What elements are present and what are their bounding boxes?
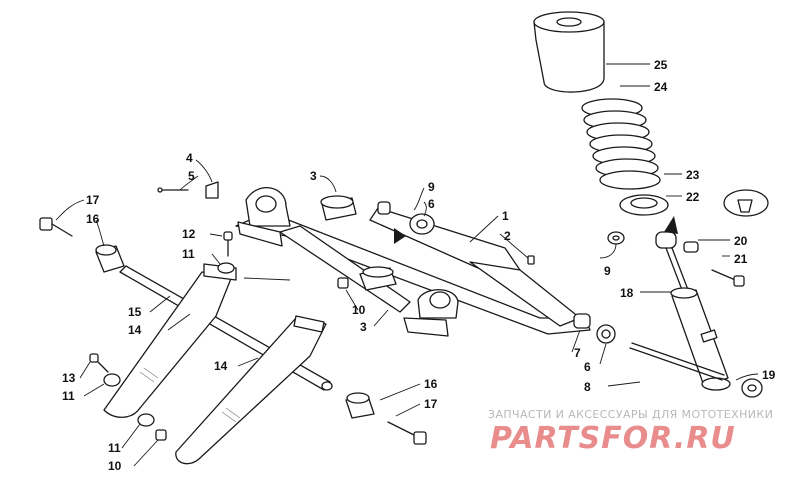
callout-17-upper: 17 [86, 193, 100, 207]
long-bolt [629, 342, 725, 381]
callout-18: 18 [620, 286, 634, 300]
arm-bushing-upper [320, 195, 357, 221]
shock-spring [581, 98, 661, 190]
bolt-17-lower [387, 421, 427, 445]
nut-small [337, 277, 349, 289]
callout-3-upper: 3 [310, 169, 317, 183]
callout-13: 13 [62, 371, 76, 385]
rear-arm-assembly [235, 187, 591, 337]
bolt-13 [89, 353, 109, 373]
callout-23: 23 [686, 168, 700, 182]
callout-6-lower: 6 [584, 360, 591, 374]
callout-6-upper: 6 [428, 197, 435, 211]
shock-spacer-lower [741, 378, 763, 398]
watermark: ЗАПЧАСТИ И АКСЕССУАРЫ ДЛЯ МОТОТЕХНИКИ PA… [488, 408, 773, 456]
watermark-brand: PARTSFOR.RU [490, 421, 736, 456]
retainer-clip [723, 189, 769, 217]
callout-10-mid: 10 [352, 303, 366, 317]
washer-11-mid [103, 373, 121, 387]
clip-4 [205, 181, 219, 199]
spring-retainer [619, 194, 669, 216]
callout-21: 21 [734, 252, 748, 266]
nut-10-lower [155, 429, 167, 441]
washer-11-upper [217, 262, 235, 274]
callout-19: 19 [762, 368, 776, 382]
callout-15: 15 [128, 305, 142, 319]
shock-bushing-right [683, 241, 699, 253]
lower-bushing-7 [573, 313, 591, 329]
callout-11-lower: 11 [108, 441, 121, 455]
shock-absorber [655, 231, 731, 391]
callout-20: 20 [734, 234, 748, 248]
callout-2: 2 [504, 229, 511, 243]
callout-16-upper: 16 [86, 212, 100, 226]
callout-8: 8 [584, 380, 591, 394]
callout-10-lower: 10 [108, 459, 122, 473]
callout-22: 22 [686, 190, 700, 204]
callout-16-lower: 16 [424, 377, 438, 391]
alignment-arrow-left [394, 228, 406, 244]
leader-lines [55, 63, 759, 467]
shock-bolt-upper [711, 269, 745, 287]
callout-25: 25 [654, 58, 668, 72]
alignment-arrow-right [664, 216, 678, 234]
callout-9-right: 9 [604, 264, 611, 278]
callout-labels: 25 24 23 22 20 21 18 19 9 9 6 1 2 3 3 10… [62, 58, 776, 473]
callout-3-lower: 3 [360, 320, 367, 334]
rear-link-arm-right [175, 315, 327, 465]
callout-9-upper: 9 [428, 180, 435, 194]
callout-11-upper: 11 [182, 247, 195, 261]
bolt-17-upper [39, 217, 73, 237]
rear-link-arm-left [103, 263, 237, 418]
callout-1: 1 [502, 209, 509, 223]
callout-5: 5 [188, 169, 195, 183]
grease-fitting [527, 255, 535, 265]
callout-4: 4 [186, 151, 193, 165]
upper-washer [377, 201, 391, 215]
bushing-16-lower [345, 392, 375, 419]
watermark-subtitle: ЗАПЧАСТИ И АКСЕССУАРЫ ДЛЯ МОТОТЕХНИКИ [488, 408, 773, 421]
callout-7: 7 [574, 346, 581, 360]
callout-14-right: 14 [214, 359, 228, 373]
arm-bushing-lower [359, 266, 397, 291]
callout-12: 12 [182, 227, 196, 241]
shock-bumper-boot [533, 11, 605, 93]
lower-bushing-6 [596, 324, 616, 344]
washer-11-lower [137, 413, 155, 427]
callout-14-left: 14 [128, 323, 142, 337]
bolt-12 [223, 231, 233, 257]
shock-washer-left [607, 231, 625, 245]
callout-11-mid: 11 [62, 389, 75, 403]
upper-bushing [409, 213, 435, 235]
callout-24: 24 [654, 80, 668, 94]
bushing-16-upper [95, 244, 125, 273]
pin-5 [157, 187, 189, 193]
callout-17-lower: 17 [424, 397, 438, 411]
